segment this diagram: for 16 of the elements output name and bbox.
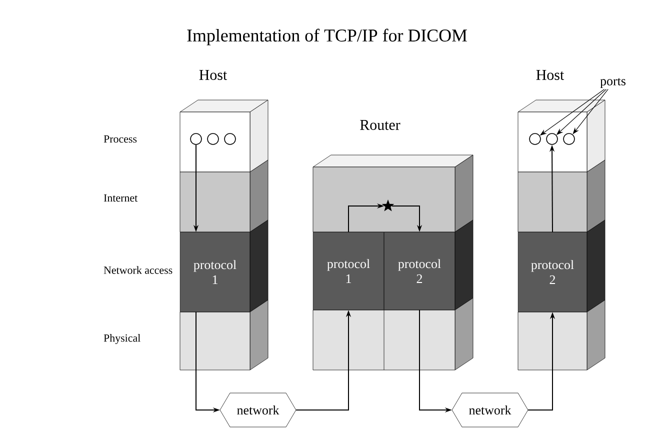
port-circle bbox=[224, 133, 236, 145]
layer-label: Process bbox=[104, 135, 137, 143]
protocol-box: protocol 1 bbox=[180, 232, 250, 312]
layer-label: Internet bbox=[104, 194, 138, 202]
protocol-box: protocol 2 bbox=[384, 232, 456, 310]
protocol-box: protocol 1 bbox=[312, 232, 384, 310]
layer-label: Physical bbox=[104, 334, 140, 344]
port-circle bbox=[546, 133, 558, 145]
star-symbol bbox=[382, 200, 394, 212]
callout-text: ports bbox=[600, 78, 626, 88]
port-circle bbox=[563, 133, 575, 145]
port-circle bbox=[190, 133, 202, 145]
port-circle bbox=[529, 133, 541, 145]
title: Implementation of TCP/IP for DICOM bbox=[187, 28, 467, 46]
protocol-box: protocol 2 bbox=[518, 232, 588, 312]
port-circle bbox=[207, 133, 219, 145]
